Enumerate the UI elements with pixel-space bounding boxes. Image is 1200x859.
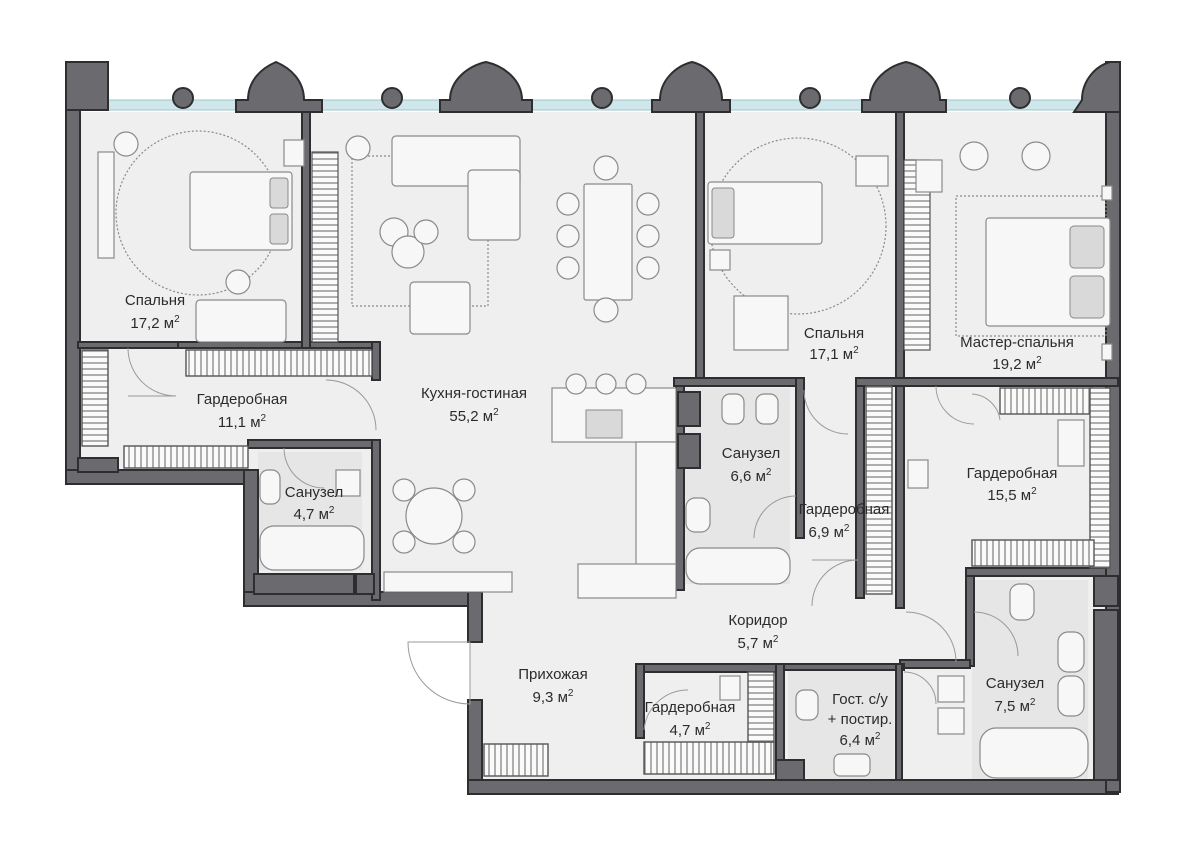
- sink-1-icon: [259, 469, 281, 505]
- washer-icon: [937, 675, 965, 703]
- svg-text:11,1 м2: 11,1 м2: [218, 413, 267, 431]
- room-area: 19,2: [992, 356, 1021, 373]
- room-name: Гардеробная: [197, 391, 288, 408]
- label-wardrobe-3: Гардеробная 15,5 м2: [967, 465, 1058, 504]
- armchair-icon: [409, 281, 471, 335]
- room-area: 6,9: [809, 524, 830, 541]
- room-area: 11,1: [218, 414, 246, 431]
- room-name: Санузел: [722, 445, 780, 462]
- toilet-3-icon: [1009, 583, 1035, 621]
- bathtub-2-icon: [685, 547, 791, 585]
- wardrobe-shelving: [81, 151, 1111, 777]
- room-name: Гардеробная: [967, 465, 1058, 482]
- room-labels: Спальня 17,2 м2 Гардеробная 11,1 м2 Сану…: [125, 292, 1074, 749]
- room-area: 7,5: [995, 698, 1016, 715]
- kitchen-counter-icon: [635, 441, 677, 569]
- label-bedroom-2: Спальня 17,1 м2: [804, 325, 864, 363]
- svg-text:9,3 м2: 9,3 м2: [533, 688, 574, 706]
- bed-1-icon: [189, 171, 293, 251]
- label-master-bedroom: Мастер-спальня 19,2 м2: [960, 334, 1074, 373]
- round-table-icon: [405, 487, 463, 545]
- svg-text:6,6 м2: 6,6 м2: [731, 467, 772, 485]
- desk-1-icon: [195, 299, 287, 343]
- room-name: Санузел: [986, 675, 1044, 692]
- room-area: 17,1: [809, 346, 838, 363]
- room-name-2: + постир.: [828, 711, 893, 728]
- sink-3-icon: [1057, 631, 1085, 673]
- svg-text:19,2 м2: 19,2 м2: [992, 355, 1042, 373]
- toilet-guest-icon: [795, 689, 819, 721]
- svg-text:5,7 м2: 5,7 м2: [738, 634, 779, 652]
- svg-text:7,5 м2: 7,5 м2: [995, 697, 1036, 715]
- svg-text:17,2 м2: 17,2 м2: [130, 314, 180, 332]
- room-area: 17,2: [130, 315, 159, 332]
- room-name: Мастер-спальня: [960, 334, 1074, 351]
- svg-text:55,2 м2: 55,2 м2: [449, 407, 499, 425]
- room-area: 6,6: [731, 468, 752, 485]
- dining-table-icon: [583, 183, 633, 301]
- room-name: Гардеробная: [799, 501, 890, 518]
- label-bedroom-1: Спальня 17,2 м2: [125, 292, 185, 332]
- room-name: Коридор: [728, 612, 787, 629]
- toilet-2-icon: [721, 393, 745, 425]
- walls: [65, 60, 1121, 795]
- label-bathroom-3: Санузел 7,5 м2: [986, 675, 1044, 715]
- bed-2-icon: [707, 181, 823, 245]
- svg-text:4,7 м2: 4,7 м2: [294, 505, 335, 523]
- label-hall: Прихожая 9,3 м2: [518, 666, 588, 706]
- room-area: 5,7: [738, 635, 759, 652]
- label-wardrobe-2: Гардеробная 6,9 м2: [799, 501, 890, 541]
- room-area: 55,2: [449, 408, 478, 425]
- room-area: 6,4: [840, 732, 861, 749]
- label-kitchen-living: Кухня-гостиная 55,2 м2: [421, 385, 527, 425]
- door-swings: [127, 347, 1019, 731]
- svg-text:6,4 м2: 6,4 м2: [840, 731, 881, 749]
- label-bathroom-1: Санузел 4,7 м2: [285, 484, 343, 523]
- label-wardrobe-4: Гардеробная 4,7 м2: [645, 699, 736, 739]
- svg-text:17,1 м2: 17,1 м2: [809, 345, 859, 363]
- room-name: Спальня: [125, 292, 185, 309]
- room-name: Гардеробная: [645, 699, 736, 716]
- bathtub-3-icon: [979, 727, 1089, 779]
- svg-text:4,7 м2: 4,7 м2: [670, 721, 711, 739]
- crib-icon: [733, 295, 789, 351]
- label-wardrobe-1: Гардеробная 11,1 м2: [197, 391, 288, 431]
- label-corridor: Коридор 5,7 м2: [728, 612, 787, 652]
- sink-2-icon: [685, 497, 711, 533]
- room-name: Гост. с/у: [832, 691, 888, 708]
- bathtub-1-icon: [259, 525, 365, 571]
- label-bathroom-2: Санузел 6,6 м2: [722, 445, 780, 485]
- room-name: Кухня-гостиная: [421, 385, 527, 402]
- pouf-icon: [113, 131, 139, 157]
- room-area: 4,7: [670, 722, 691, 739]
- room-area: 15,5: [987, 487, 1016, 504]
- room-name: Прихожая: [518, 666, 588, 683]
- svg-text:15,5 м2: 15,5 м2: [987, 486, 1037, 504]
- label-guest-wc: Гост. с/у + постир. 6,4 м2: [828, 691, 893, 749]
- svg-text:6,9 м2: 6,9 м2: [809, 523, 850, 541]
- room-name: Санузел: [285, 484, 343, 501]
- furniture: [97, 130, 1113, 779]
- room-area: 9,3: [533, 689, 554, 706]
- room-area: 4,7: [294, 506, 315, 523]
- room-name: Спальня: [804, 325, 864, 342]
